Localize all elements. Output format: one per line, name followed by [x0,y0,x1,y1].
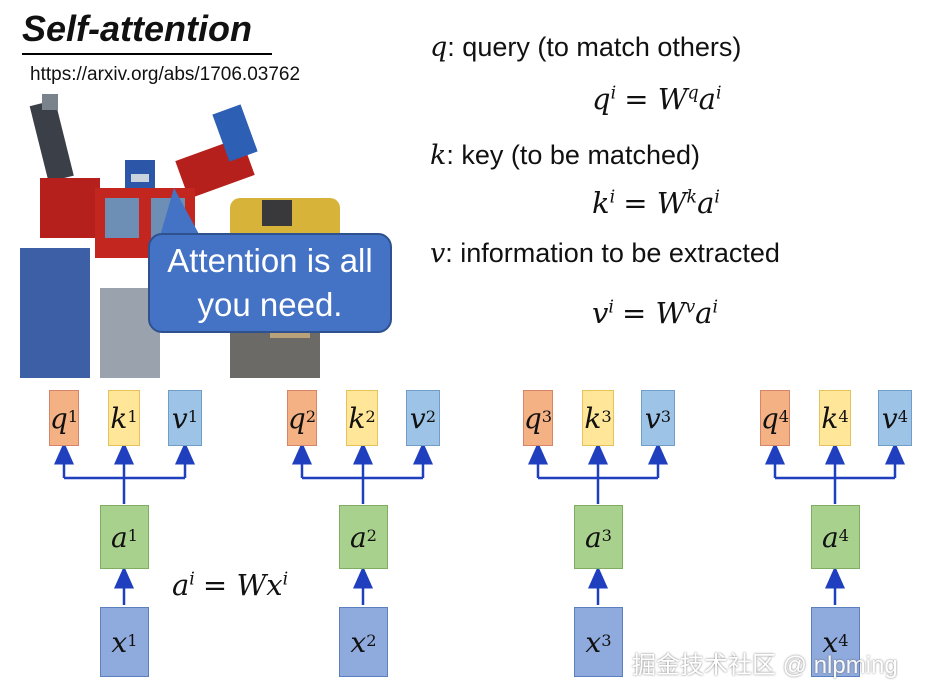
equation-query: qi = Wqai [592,82,722,116]
slide-title: Self-attention [22,8,252,49]
key-symbol: k [430,140,447,171]
equation-value: vi = Wvai [592,296,719,330]
speech-bubble-line-1: Attention is all [167,242,373,279]
definition-query: q: query (to match others) [430,32,741,63]
definition-value: v: information to be extracted [430,238,780,269]
equation-key: ki = Wkai [592,186,720,220]
definition-key: k: key (to be matched) [430,140,700,171]
speech-bubble-line-2: you need. [197,286,343,323]
watermark: 掘金技术社区 @ nlpming [632,652,898,679]
key-description: : key (to be matched) [446,140,700,170]
equation-embedding: ai = Wxi [172,568,289,602]
title-underline [22,53,272,55]
query-description: : query (to match others) [447,32,742,62]
paper-url: https://arxiv.org/abs/1706.03762 [30,64,301,85]
value-description: : information to be extracted [445,238,780,268]
speech-bubble-tail [160,188,200,236]
query-symbol: q [430,32,448,63]
speech-bubble: Attention is all you need. [148,233,392,333]
value-symbol: v [430,238,446,269]
